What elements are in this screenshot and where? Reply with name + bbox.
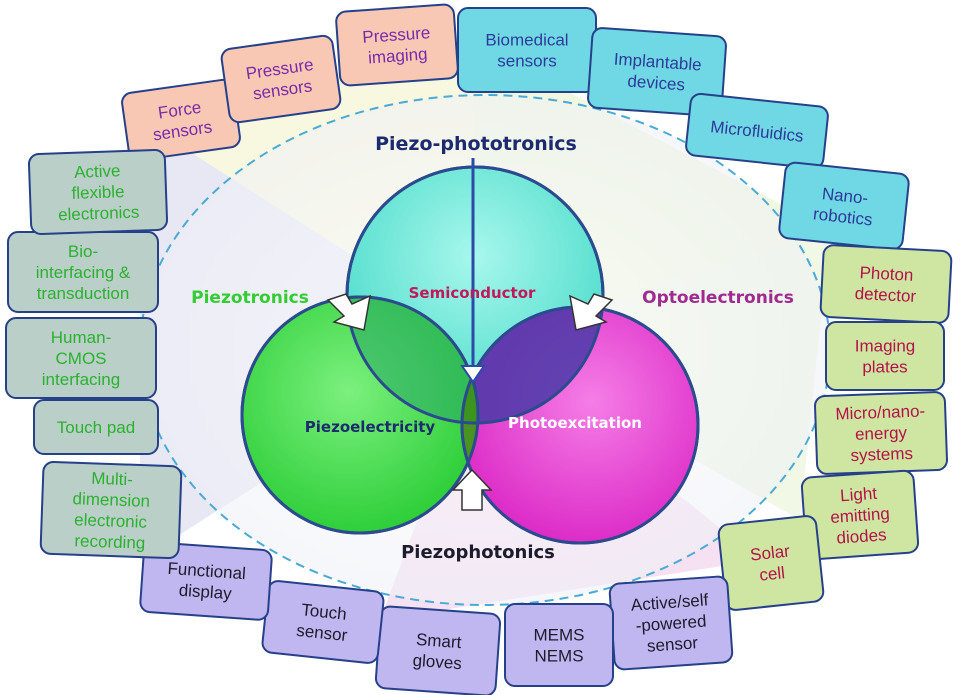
application-box-label: emitting — [830, 504, 891, 527]
application-box-label: electronic — [74, 510, 148, 532]
application-box-label: flexible — [71, 182, 125, 203]
application-box: Bio-interfacing & transduction — [7, 231, 159, 313]
block-arrow-right — [569, 293, 614, 331]
application-box-label: Imaging — [855, 337, 915, 356]
application-box-label: Human- — [51, 328, 111, 347]
application-box-frame — [717, 515, 825, 611]
block-arrow-bottom — [451, 468, 493, 511]
application-box-label: dimension — [72, 489, 150, 511]
application-box-frame — [457, 7, 597, 93]
application-box-label: Touch — [300, 600, 347, 624]
application-box-label: systems — [850, 444, 913, 465]
label-photoexcitation: Photoexcitation — [508, 414, 642, 432]
block-arrow-left — [326, 293, 371, 331]
application-box-frame — [39, 460, 183, 560]
application-box-label: recording — [74, 531, 145, 552]
application-box-frame — [825, 321, 945, 391]
arrows — [326, 158, 614, 511]
application-box-label: cell — [758, 563, 785, 585]
application-box-label: detector — [854, 284, 917, 306]
application-box-label: interfacing — [42, 370, 120, 389]
application-box-label: NEMS — [534, 647, 583, 666]
application-box-label: Smart — [415, 630, 462, 652]
application-box: Touch pad — [33, 399, 159, 455]
application-box-frame — [587, 27, 727, 117]
application-box-label: energy — [855, 423, 908, 444]
application-box-label: Bio- — [68, 242, 98, 261]
label-piezoelectricity: Piezoelectricity — [305, 418, 436, 436]
application-box-frame — [261, 580, 385, 664]
application-box: Nano-robotics — [778, 161, 910, 251]
application-box-label: interfacing & — [36, 263, 131, 282]
application-box-label: sensor — [646, 633, 699, 656]
application-box-label: transduction — [37, 284, 130, 303]
application-box-label: Touch pad — [57, 418, 135, 437]
application-box-label: devices — [627, 71, 686, 94]
application-box-label: Biomedical — [485, 31, 568, 50]
application-box-frame — [335, 3, 459, 87]
application-box-frame — [121, 78, 241, 162]
application-box-label: Light — [840, 484, 878, 506]
arrow-head-top — [460, 365, 486, 384]
application-box-label: Active — [74, 161, 121, 182]
application-box: Biomedical sensors — [457, 7, 597, 93]
application-box-label: Photon — [859, 263, 914, 285]
application-box-label: display — [178, 581, 233, 604]
application-box: Human- CMOS interfacing — [5, 317, 157, 399]
application-box-label: MEMS — [534, 626, 585, 645]
application-box-frame — [819, 244, 953, 324]
application-box-frame — [27, 148, 169, 236]
application-box-label: diodes — [836, 525, 887, 547]
application-box-label: Solar — [749, 541, 791, 564]
application-box-frame — [778, 161, 910, 251]
application-box-frame — [139, 541, 273, 621]
application-box-label: Pressure — [362, 23, 431, 47]
application-box: Imaging plates — [825, 321, 945, 391]
application-box-frame — [220, 34, 342, 124]
application-box: MEMS NEMS — [504, 603, 614, 687]
application-box-label: Micro/nano- — [835, 401, 925, 423]
label-piezo-phototronics: Piezo-phototronics — [375, 133, 577, 155]
application-box: Microfluidics — [685, 92, 829, 170]
application-box-label: sensors — [497, 52, 557, 71]
label-semiconductor: Semiconductor — [409, 284, 536, 302]
label-piezophotonics: Piezophotonics — [401, 542, 555, 563]
application-box-label: -powered — [635, 612, 707, 636]
application-box-label: gloves — [412, 651, 462, 673]
center-labels: Piezo-phototronics Piezotronics Optoelec… — [191, 133, 794, 563]
label-piezotronics: Piezotronics — [191, 288, 309, 308]
application-box-frame — [504, 603, 614, 687]
application-box-label: plates — [862, 358, 907, 377]
application-box-label: Multi- — [91, 469, 133, 489]
application-box-frame — [33, 399, 159, 455]
application-box-label: CMOS — [56, 349, 107, 368]
application-box-label: Nano- — [821, 184, 869, 208]
label-optoelectronics: Optoelectronics — [642, 288, 794, 308]
application-boxes: ForcesensorsPressuresensorsPressureimagi… — [5, 3, 953, 695]
application-box-label: imaging — [367, 44, 428, 67]
venn-circles — [240, 165, 700, 545]
application-box-label: electronics — [58, 203, 140, 225]
application-box-frame — [5, 317, 157, 399]
application-box-frame — [685, 92, 829, 170]
